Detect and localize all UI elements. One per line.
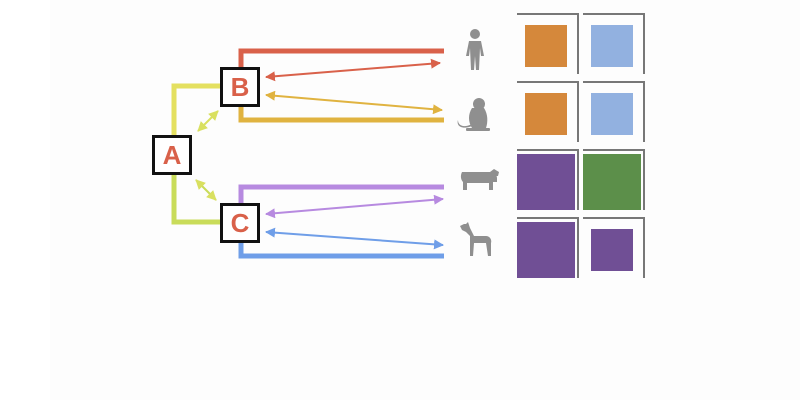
- arrow-a-c: [195, 179, 217, 201]
- dog-square-1: [517, 222, 575, 278]
- human-icon: [466, 29, 484, 70]
- grid-cell-frame: [583, 13, 645, 74]
- monkey-square-2: [591, 93, 633, 135]
- branch-a-to-b: [171, 83, 222, 135]
- branch-c-dog: [238, 242, 444, 259]
- grid-cell-frame: [583, 149, 645, 210]
- node-a: A: [152, 135, 192, 175]
- left-margin: [0, 0, 50, 400]
- monkey-icon: [457, 98, 490, 131]
- arrow-a-b: [197, 110, 219, 132]
- arrow-c-cow: [265, 194, 444, 219]
- cow-square-1: [517, 154, 575, 210]
- arrow-b-human: [265, 58, 441, 82]
- dog-icon: [460, 222, 492, 256]
- node-c: C: [220, 203, 260, 243]
- grid-cell-frame: [517, 81, 579, 142]
- human-square-2: [591, 25, 633, 67]
- arrow-b-monkey: [265, 90, 443, 115]
- grid-cell-frame: [517, 217, 579, 278]
- grid-cell-frame: [517, 149, 579, 210]
- branch-b-monkey: [238, 106, 444, 123]
- monkey-square-1: [525, 93, 567, 135]
- branch-b-human: [238, 48, 444, 67]
- grid-cell-frame: [583, 81, 645, 142]
- arrow-c-dog: [265, 227, 444, 250]
- cow-square-2: [583, 154, 641, 210]
- branch-c-cow: [238, 184, 444, 203]
- cow-icon: [460, 169, 499, 190]
- human-square-1: [525, 25, 567, 67]
- node-b: B: [220, 67, 260, 107]
- grid-cell-frame: [517, 13, 579, 74]
- grid-cell-frame: [583, 217, 645, 278]
- dog-square-2: [591, 229, 633, 271]
- branch-a-to-c: [171, 175, 222, 225]
